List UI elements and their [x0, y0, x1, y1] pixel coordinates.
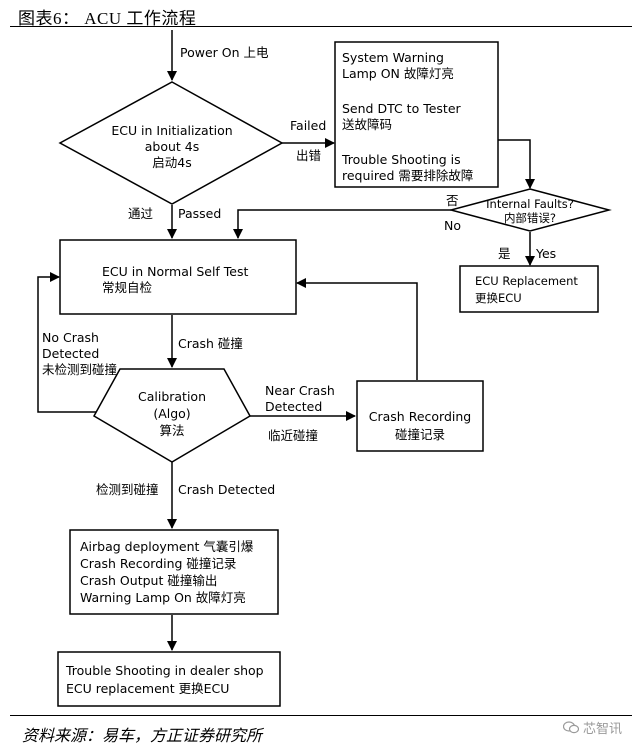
label-crash-detected: Crash Detected — [178, 482, 275, 497]
label-no-crash-2: Detected — [42, 346, 99, 361]
node-self-test: ECU in Normal Self Test 常规自检 — [59, 239, 297, 315]
label-crash-detected-cn: 检测到碰撞 — [96, 482, 159, 497]
warning-line1: System Warning — [342, 50, 444, 65]
watermark-text: 芯智讯 — [582, 722, 622, 737]
edge-faults-no — [233, 209, 451, 239]
init-line3: 启动4s — [152, 155, 191, 170]
node-airbag-box: Airbag deployment 气囊引爆 Crash Recording 碰… — [69, 529, 279, 615]
figure-title: 图表6： ACU 工作流程 — [18, 9, 197, 28]
label-no-cn: 否 — [446, 193, 459, 208]
label-no-crash-1: No Crash — [42, 330, 99, 345]
label-no-crash-3: 未检测到碰撞 — [42, 362, 117, 377]
node-dealer-box: Trouble Shooting in dealer shop ECU repl… — [57, 651, 281, 707]
warning-line6: required 需要排除故障 — [342, 168, 473, 183]
replacement-line2: 更换ECU — [475, 291, 522, 305]
replacement-line1: ECU Replacement — [475, 274, 578, 288]
recording-line1: Crash Recording — [369, 409, 471, 424]
top-rule — [10, 26, 632, 27]
node-initialization: ECU in Initialization about 4s 启动4s — [58, 81, 284, 205]
faults-line2: 内部错误? — [504, 211, 556, 225]
label-yes-cn: 是 — [498, 246, 511, 261]
airbag-line4: Warning Lamp On 故障灯亮 — [80, 590, 246, 605]
calibration-line2: (Algo) — [153, 406, 190, 421]
calibration-line1: Calibration — [138, 389, 206, 404]
node-warning-box: System Warning Lamp ON 故障灯亮 Send DTC to … — [334, 41, 499, 188]
warning-line5: Trouble Shooting is — [341, 152, 461, 167]
source-note: 资料来源：易车，方正证券研究所 — [22, 728, 263, 745]
node-internal-faults: Internal Faults? 内部错误? — [448, 188, 612, 232]
edge-warning-to-faults — [498, 139, 535, 189]
selftest-line2: 常规自检 — [102, 280, 153, 295]
edge-no-crash-loop — [37, 272, 96, 413]
selftest-line1: ECU in Normal Self Test — [102, 264, 249, 279]
label-power-on: Power On 上电 — [180, 45, 269, 60]
warning-line4: 送故障码 — [342, 117, 392, 132]
label-failed: Failed — [290, 118, 326, 133]
init-line2: about 4s — [145, 139, 200, 154]
airbag-line3: Crash Output 碰撞输出 — [80, 573, 217, 588]
node-calibration: Calibration (Algo) 算法 — [92, 368, 252, 463]
wechat-icon — [562, 721, 579, 734]
label-near-crash-2: Detected — [265, 399, 322, 414]
label-crash: Crash 碰撞 — [178, 336, 243, 351]
init-line1: ECU in Initialization — [111, 123, 232, 138]
label-failed-cn: 出错 — [296, 148, 321, 163]
label-no: No — [444, 218, 461, 233]
label-passed-cn: 通过 — [128, 206, 154, 221]
edge-recording-return — [296, 278, 418, 380]
label-near-crash-1: Near Crash — [265, 383, 335, 398]
calibration-line3: 算法 — [159, 423, 184, 438]
watermark: 芯智讯 — [562, 718, 622, 737]
recording-line2: 碰撞记录 — [395, 427, 445, 442]
label-passed: Passed — [178, 206, 221, 221]
label-near-crash-cn: 临近碰撞 — [268, 428, 318, 443]
airbag-line2: Crash Recording 碰撞记录 — [80, 556, 236, 571]
airbag-line1: Airbag deployment 气囊引爆 — [80, 539, 254, 554]
warning-line2: Lamp ON 故障灯亮 — [342, 66, 454, 81]
dealer-line1: Trouble Shooting in dealer shop — [65, 663, 264, 678]
node-crash-recording: Crash Recording 碰撞记录 — [356, 380, 484, 452]
dealer-line2: ECU replacement 更换ECU — [66, 681, 229, 696]
node-ecu-replacement: ECU Replacement 更换ECU — [459, 265, 599, 313]
label-yes: Yes — [535, 246, 556, 261]
warning-line3: Send DTC to Tester — [342, 101, 462, 116]
faults-line1: Internal Faults? — [486, 197, 574, 211]
bottom-rule — [10, 715, 632, 716]
